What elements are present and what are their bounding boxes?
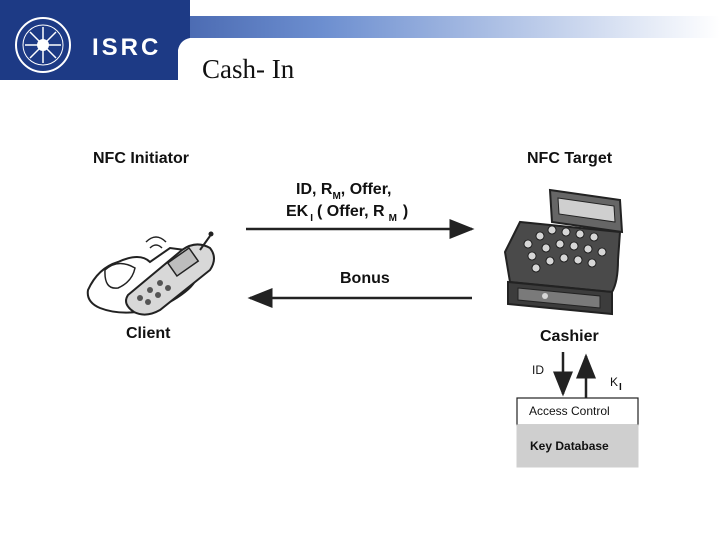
client-label: Client xyxy=(126,325,171,342)
slide-title: Cash- In xyxy=(202,54,295,84)
key-label: KI xyxy=(610,375,622,393)
cash-register-icon xyxy=(503,188,624,316)
key-database-label: Key Database xyxy=(530,439,609,453)
cashier-label: Cashier xyxy=(540,328,599,345)
nfc-initiator-label: NFC Initiator xyxy=(93,150,189,167)
university-seal-icon xyxy=(15,17,71,73)
header-banner: ISRC xyxy=(0,0,720,80)
message-bonus: Bonus xyxy=(340,270,390,287)
hand-phone-icon xyxy=(86,231,215,316)
logo-panel xyxy=(0,0,190,80)
access-control-label: Access Control xyxy=(529,404,610,418)
message-id-offer-line1: ID, RM, Offer, xyxy=(296,181,391,202)
key-database-box xyxy=(516,424,639,468)
logo-text: ISRC xyxy=(92,34,161,61)
nfc-target-label: NFC Target xyxy=(527,150,613,167)
access-control-box xyxy=(516,397,639,426)
id-label: ID xyxy=(532,363,544,377)
